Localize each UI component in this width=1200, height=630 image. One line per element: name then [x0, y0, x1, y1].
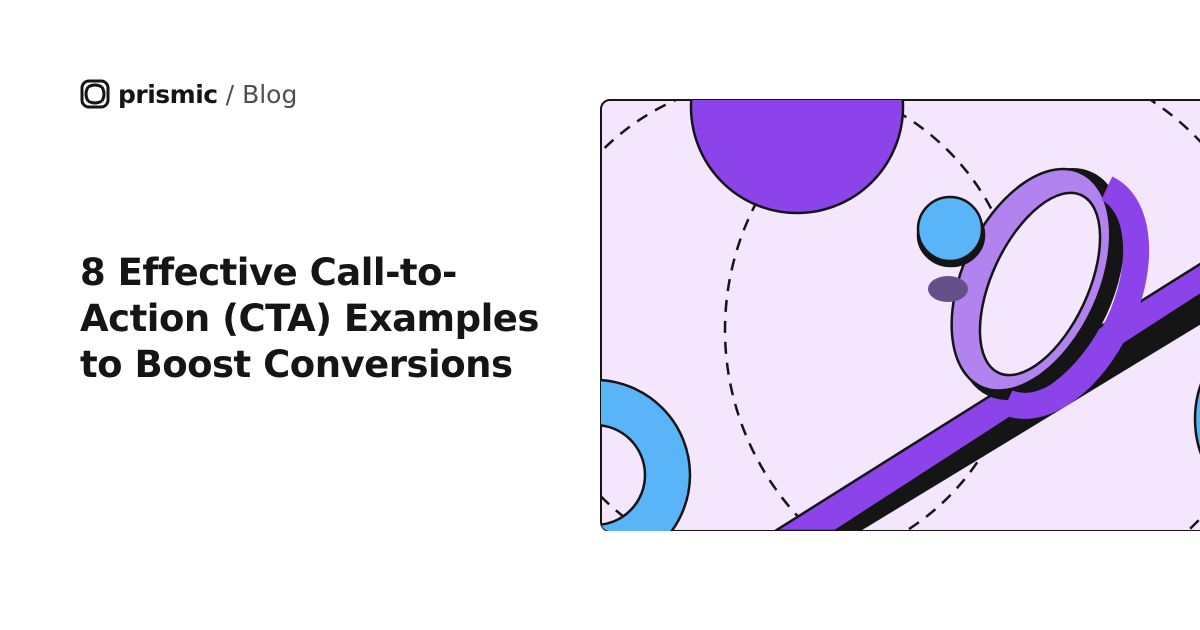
prismic-logo-icon	[80, 79, 110, 109]
breadcrumb-separator: /	[225, 79, 235, 109]
brand-name: prismic	[118, 79, 218, 109]
breadcrumb-section[interactable]: Blog	[242, 79, 298, 109]
purple-circle	[689, 100, 905, 215]
blue-ball	[916, 195, 984, 263]
hero-illustration	[600, 99, 1200, 531]
brand-header[interactable]: prismic / Blog	[80, 79, 297, 109]
blue-ring-left-shape	[601, 378, 692, 531]
article-title: 8 Effective Call-to-Action (CTA) Example…	[80, 251, 539, 386]
loop-shadow-spot	[928, 276, 968, 302]
blue-ring-right	[1193, 347, 1200, 491]
dashed-orbit-right	[723, 100, 1200, 531]
